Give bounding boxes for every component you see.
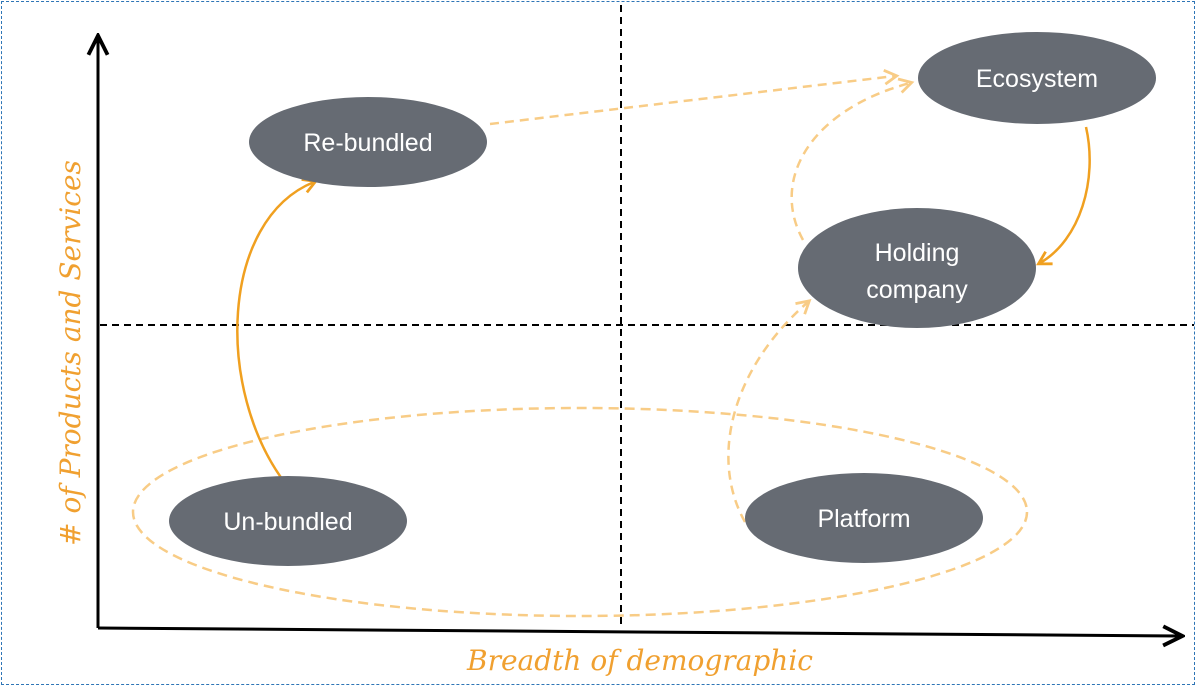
x-axis-label: Breadth of demographic bbox=[466, 644, 813, 677]
arrow-rebundled-to-ecosystem bbox=[489, 68, 900, 126]
node-ecosystem-label: Ecosystem bbox=[976, 65, 1098, 93]
arrow-platform-to-holding bbox=[727, 298, 812, 523]
node-rebundled-label: Re-bundled bbox=[303, 129, 432, 157]
node-holding-label-line2: company bbox=[866, 276, 968, 304]
arrow-holding-to-ecosystem bbox=[790, 77, 915, 241]
node-unbundled: Un-bundled bbox=[169, 476, 407, 566]
node-platform: Platform bbox=[745, 473, 983, 563]
node-rebundled: Re-bundled bbox=[249, 97, 487, 187]
node-ecosystem: Ecosystem bbox=[918, 32, 1156, 124]
node-holding-label-line1: Holding bbox=[875, 239, 960, 267]
arrow-ecosystem-to-holding bbox=[1036, 126, 1091, 266]
arrow-unbundled-to-rebundled bbox=[236, 178, 319, 484]
node-holding-company: Holding company bbox=[798, 208, 1036, 328]
node-platform-label: Platform bbox=[817, 505, 910, 533]
y-axis-label: # of Products and Services bbox=[54, 160, 87, 546]
node-unbundled-label: Un-bundled bbox=[223, 508, 352, 536]
x-axis bbox=[97, 628, 1180, 636]
grouping-ellipse bbox=[131, 406, 1029, 618]
